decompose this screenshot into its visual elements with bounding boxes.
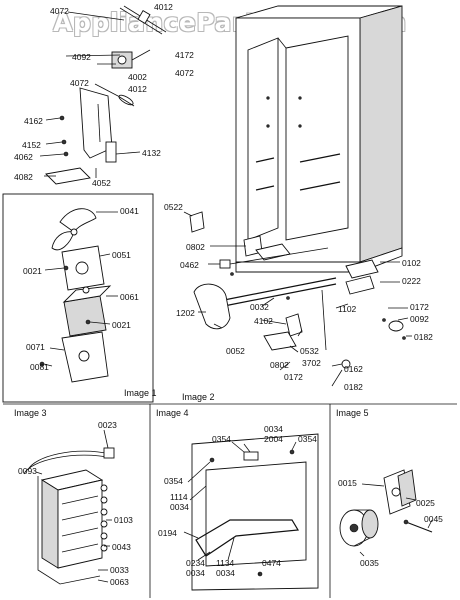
part-labels-image4: 0034 2004 0354 0354 0354 1114 0034 0194 … [158, 424, 317, 578]
part-label: 0052 [226, 346, 245, 356]
part-label: 0182 [344, 382, 363, 392]
part-label: 0034 [264, 424, 283, 434]
part-label: 0522 [164, 202, 183, 212]
part-label: 0354 [298, 434, 317, 444]
part-label: 0021 [23, 266, 42, 276]
part-label: 0023 [98, 420, 117, 430]
machine-compartment-parts [183, 211, 412, 387]
damper-control-assembly [39, 5, 167, 185]
part-label: 4012 [154, 2, 173, 12]
part-labels-image1: 0041 0021 0051 0061 0021 0071 0081 [23, 206, 139, 372]
cabinet-assembly [235, 5, 403, 273]
fan-motor-assembly [39, 208, 118, 383]
part-label: 0071 [26, 342, 45, 352]
part-label: 4052 [92, 178, 111, 188]
part-label: 4002 [128, 72, 147, 82]
part-label: 3702 [302, 358, 321, 368]
part-label: 0034 [170, 502, 189, 512]
part-label: 0041 [120, 206, 139, 216]
evaporator-assembly [23, 429, 115, 585]
part-label: 1202 [176, 308, 195, 318]
part-label: 4172 [175, 50, 194, 60]
part-label: 4072 [50, 6, 69, 16]
part-label: 0063 [110, 577, 129, 587]
image1-caption: Image 1 [124, 388, 157, 398]
part-label: 4132 [142, 148, 161, 158]
part-label: 4062 [14, 152, 33, 162]
part-labels-image5: 0015 0025 0045 0035 [338, 478, 443, 568]
part-label: 0182 [414, 332, 433, 342]
part-labels-image3: 0023 0093 0103 0043 0033 0063 [18, 420, 133, 587]
part-label: 0194 [158, 528, 177, 538]
part-label: 0462 [180, 260, 199, 270]
part-label: 0802 [270, 360, 289, 370]
part-label: 1102 [338, 304, 357, 314]
part-label: 2004 [264, 434, 283, 444]
part-label: 4072 [70, 78, 89, 88]
part-label: 0172 [284, 372, 303, 382]
part-label: 0034 [216, 568, 235, 578]
part-label: 0034 [186, 568, 205, 578]
part-label: 0162 [344, 364, 363, 374]
part-label: 0081 [30, 362, 49, 372]
part-label: 0043 [112, 542, 131, 552]
part-label: 0102 [402, 258, 421, 268]
part-label: 1134 [216, 558, 235, 568]
part-label: 0092 [410, 314, 429, 324]
part-label: 0061 [120, 292, 139, 302]
image2-caption: Image 2 [182, 392, 215, 402]
image5-caption: Image 5 [336, 408, 369, 418]
part-label: 4092 [72, 52, 91, 62]
part-label: 4072 [175, 68, 194, 78]
part-label: 0234 [186, 558, 205, 568]
part-label: 0354 [212, 434, 231, 444]
image1-panel [2, 193, 154, 403]
part-label: 4082 [14, 172, 33, 182]
part-label: 1114 [170, 492, 188, 502]
part-label: 0172 [410, 302, 429, 312]
part-label: 0025 [416, 498, 435, 508]
part-label: 0015 [338, 478, 357, 488]
part-label: 0222 [402, 276, 421, 286]
part-label: 4162 [24, 116, 43, 126]
part-label: 0035 [360, 558, 379, 568]
part-label: 4012 [128, 84, 147, 94]
damper-motor-assembly [339, 469, 433, 557]
part-label: 0033 [110, 565, 129, 575]
part-label: 0802 [186, 242, 205, 252]
part-label: 0103 [114, 515, 133, 525]
part-labels-image2: 0522 0802 0462 1202 0052 0032 4102 0532 … [164, 202, 433, 392]
part-label: 4152 [22, 140, 41, 150]
part-label: 0021 [112, 320, 131, 330]
part-label: 0051 [112, 250, 131, 260]
evaporator-cover-assembly [183, 433, 319, 591]
part-label: 4102 [254, 316, 273, 326]
part-label: 0045 [424, 514, 443, 524]
part-labels-top: 4072 4012 4172 4072 4092 4002 4012 4072 … [14, 2, 194, 188]
part-label: 0474 [262, 558, 281, 568]
part-label: 0532 [300, 346, 319, 356]
image3-caption: Image 3 [14, 408, 47, 418]
part-label: 0354 [164, 476, 183, 486]
part-label: 0093 [18, 466, 37, 476]
image4-caption: Image 4 [156, 408, 189, 418]
part-label: 0032 [250, 302, 269, 312]
